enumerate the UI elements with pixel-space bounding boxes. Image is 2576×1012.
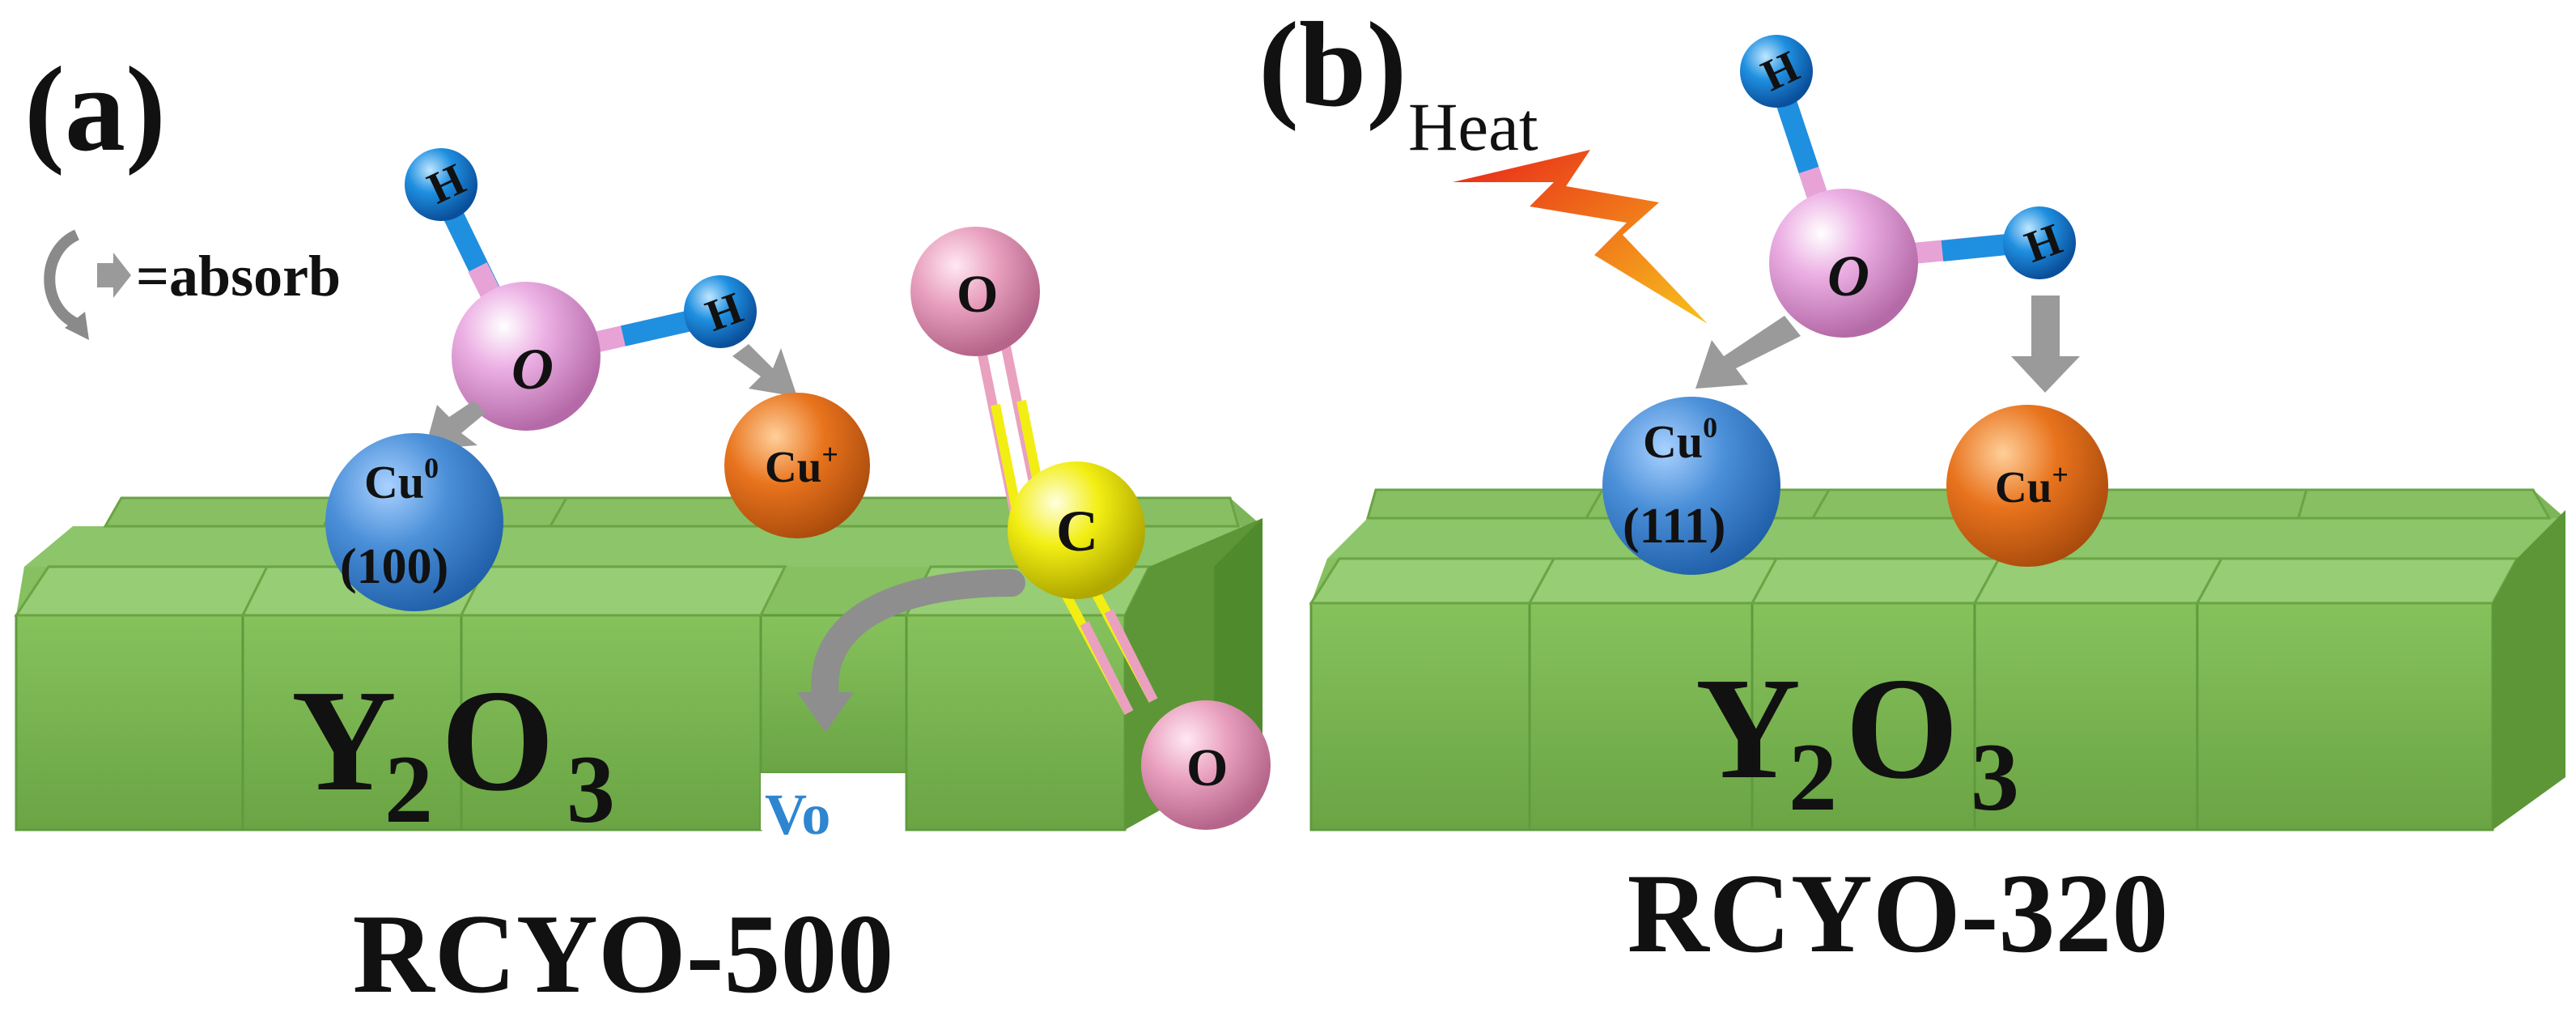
svg-text:O: O xyxy=(1845,648,1959,809)
panel-a: Y 2 O 3 Vo (a) =absorb H O H xyxy=(14,42,1271,1012)
svg-text:2: 2 xyxy=(1789,723,1837,831)
small-arrow-icon xyxy=(97,253,131,298)
arrow-head-icon xyxy=(65,312,89,340)
svg-text:Cu0: Cu0 xyxy=(364,452,439,508)
panel-label-b: (b) xyxy=(1258,0,1407,132)
svg-text:Cu+: Cu+ xyxy=(765,438,838,491)
co2-molecule-a: O C O xyxy=(910,227,1271,830)
svg-text:Y: Y xyxy=(291,660,397,821)
svg-text:C: C xyxy=(1056,499,1098,563)
sample-name-a: RCYO-500 xyxy=(353,891,894,1012)
panel-label-a: (a) xyxy=(24,42,166,176)
cu0-atom-b: Cu0 (111) xyxy=(1602,397,1780,575)
water-molecule-b: H O H xyxy=(1740,35,2076,338)
y2o3-support-b xyxy=(1309,488,2565,831)
svg-text:(100): (100) xyxy=(340,539,448,594)
y2o3-support-a xyxy=(14,496,1263,831)
svg-text:O: O xyxy=(1827,244,1869,308)
sample-name-b: RCYO-320 xyxy=(1628,851,2169,976)
heat-label: Heat xyxy=(1408,89,1538,165)
oxygen-vacancy-label: Vo xyxy=(765,782,830,847)
support-label-a: Y 2 O 3 xyxy=(291,660,615,843)
panel-b: Y 2 O 3 (b) Heat H O H xyxy=(1258,0,2565,976)
svg-text:Cu0: Cu0 xyxy=(1643,411,1717,468)
vacancy-fill-arrow xyxy=(797,569,1025,733)
svg-text:3: 3 xyxy=(1971,723,2019,831)
hydrogen-atom-top-a xyxy=(405,148,477,221)
oxygen-atom-water-b xyxy=(1769,189,1918,338)
cu0-atom-a: Cu0 (100) xyxy=(325,433,503,611)
curved-arrow-icon xyxy=(44,229,80,330)
absorb-legend-text: =absorb xyxy=(136,244,341,308)
arrow-o-to-cu0-b-icon xyxy=(1695,316,1801,389)
svg-text:Y: Y xyxy=(1695,648,1801,809)
svg-text:O: O xyxy=(441,660,554,821)
support-label-b: Y 2 O 3 xyxy=(1695,648,2019,831)
water-molecule-a: H O H xyxy=(405,148,757,431)
svg-text:O: O xyxy=(1186,738,1228,797)
svg-text:O: O xyxy=(957,265,998,324)
cuplus-atom-b: Cu+ xyxy=(1946,405,2108,567)
hydrogen-atom-right-a xyxy=(684,275,757,348)
arrow-h-to-cuplus-icon xyxy=(732,344,797,397)
svg-text:Cu+: Cu+ xyxy=(1995,458,2069,512)
adsorption-arrows-b xyxy=(1695,296,2080,393)
oxygen-atom-co2-top xyxy=(910,227,1040,356)
hydrogen-atom-top-b xyxy=(1740,35,1813,108)
arrow-h-to-cuplus-b-icon xyxy=(2011,296,2080,393)
heat-lightning-icon xyxy=(1453,150,1708,324)
svg-text:O: O xyxy=(511,337,554,402)
carbon-atom xyxy=(1008,461,1145,599)
curved-arrow-head-icon xyxy=(797,692,854,733)
hydrogen-atom-right-b xyxy=(2003,206,2076,279)
svg-text:3: 3 xyxy=(567,735,615,843)
cuplus-atom-a: Cu+ xyxy=(724,393,870,538)
svg-text:(111): (111) xyxy=(1623,499,1725,554)
oxygen-atom-co2-bottom xyxy=(1141,700,1271,830)
absorb-legend: =absorb xyxy=(44,229,341,340)
oxygen-atom-water-a xyxy=(452,282,601,431)
svg-text:2: 2 xyxy=(384,735,433,843)
